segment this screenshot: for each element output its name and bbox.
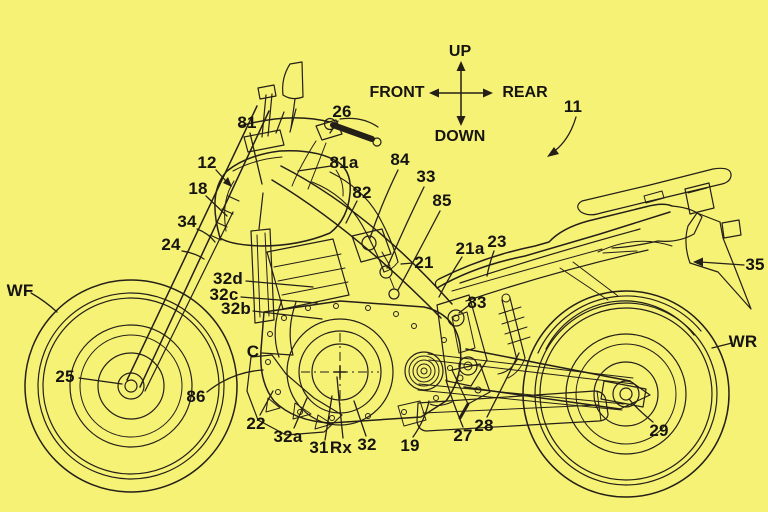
ref-label-12: 12 (197, 153, 217, 172)
ref-label-18: 18 (188, 179, 208, 198)
leader-lines (30, 116, 745, 441)
ref-label-27: 27 (453, 426, 473, 445)
rear-suspension (497, 293, 531, 379)
ref-label-86: 86 (186, 387, 206, 406)
engine (260, 228, 462, 426)
rear-wheel (522, 290, 730, 498)
ref-label-32a: 32a (273, 427, 303, 446)
ref-label-29: 29 (649, 421, 669, 440)
front-fork (126, 84, 285, 392)
ref-label-33: 33 (416, 167, 436, 186)
frame (258, 165, 649, 387)
ref-label-24: 24 (161, 235, 181, 254)
ref-label-32b: 32b (221, 299, 251, 318)
ref-label-28: 28 (474, 416, 494, 435)
compass-front-label: FRONT (369, 84, 425, 101)
rear-rack (577, 167, 742, 239)
compass-rose (429, 61, 493, 126)
ref-label-32d: 32d (213, 269, 243, 288)
ref-label-26: 26 (332, 102, 352, 121)
ref-label-85: 85 (432, 191, 452, 210)
ref-label-WR: WR (728, 332, 758, 351)
rear-fender (537, 212, 752, 354)
ref-label-21a: 21a (455, 239, 485, 258)
ref-label-21: 21 (414, 253, 434, 272)
ref-label-34: 34 (177, 212, 197, 231)
ref-label-11: 11 (563, 97, 583, 116)
ref-label-83: 83 (467, 293, 487, 312)
handlebar-assembly (239, 61, 382, 190)
footpeg-bracket (397, 363, 491, 427)
compass-rear-label: REAR (502, 84, 548, 101)
ref-label-81a: 81a (329, 153, 359, 172)
seat (434, 203, 703, 301)
ref-label-35: 35 (745, 255, 765, 274)
ref-label-C: C (246, 342, 260, 361)
ref-label-82: 82 (352, 183, 372, 202)
ref-label-84: 84 (390, 150, 410, 169)
ref-label-32: 32 (357, 435, 377, 454)
ref-label-23: 23 (487, 232, 507, 251)
ref-label-25: 25 (55, 367, 75, 386)
swingarm-chain (417, 348, 651, 411)
ref-label-31: 31 (309, 438, 329, 457)
ref-label-81: 81 (237, 113, 257, 132)
compass-down-label: DOWN (434, 128, 486, 145)
ref-label-22: 22 (246, 414, 266, 433)
radiator (250, 228, 275, 324)
ref-label-WF: WF (6, 281, 34, 300)
mirror (282, 61, 304, 129)
ref-label-Rx: Rx (329, 438, 353, 457)
ref-label-19: 19 (400, 436, 420, 455)
ref-label-32c: 32c (209, 285, 239, 304)
front-wheel (24, 279, 238, 493)
compass-up-label: UP (448, 43, 472, 60)
